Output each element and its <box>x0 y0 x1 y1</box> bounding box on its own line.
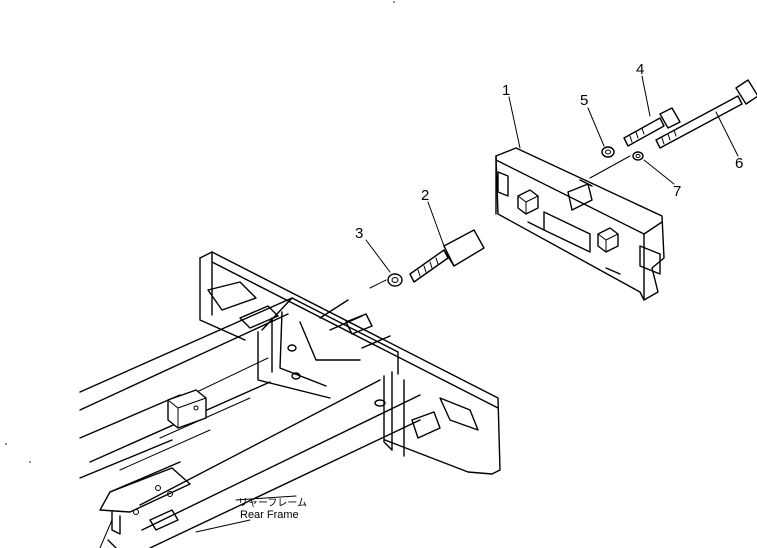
counterweight-part-1 <box>495 147 665 301</box>
leader-lines <box>195 75 739 533</box>
callout-5: 5 <box>580 92 588 109</box>
pin-part-2 <box>409 229 485 283</box>
bolt-part-4 <box>623 107 681 147</box>
caption-english: Rear Frame <box>240 509 299 521</box>
callout-2: 2 <box>421 187 429 204</box>
callout-3: 3 <box>355 225 363 242</box>
callout-7: 7 <box>673 183 681 200</box>
callout-6: 6 <box>735 155 743 172</box>
bolt-part-6 <box>655 79 757 149</box>
washer-part-7 <box>632 151 644 161</box>
washer-part-5 <box>601 146 615 158</box>
rear-frame <box>79 251 501 548</box>
callout-1: 1 <box>502 82 510 99</box>
caption-japanese: リャーフレーム <box>238 497 307 509</box>
callout-4: 4 <box>636 61 644 78</box>
washer-part-3 <box>387 273 403 287</box>
